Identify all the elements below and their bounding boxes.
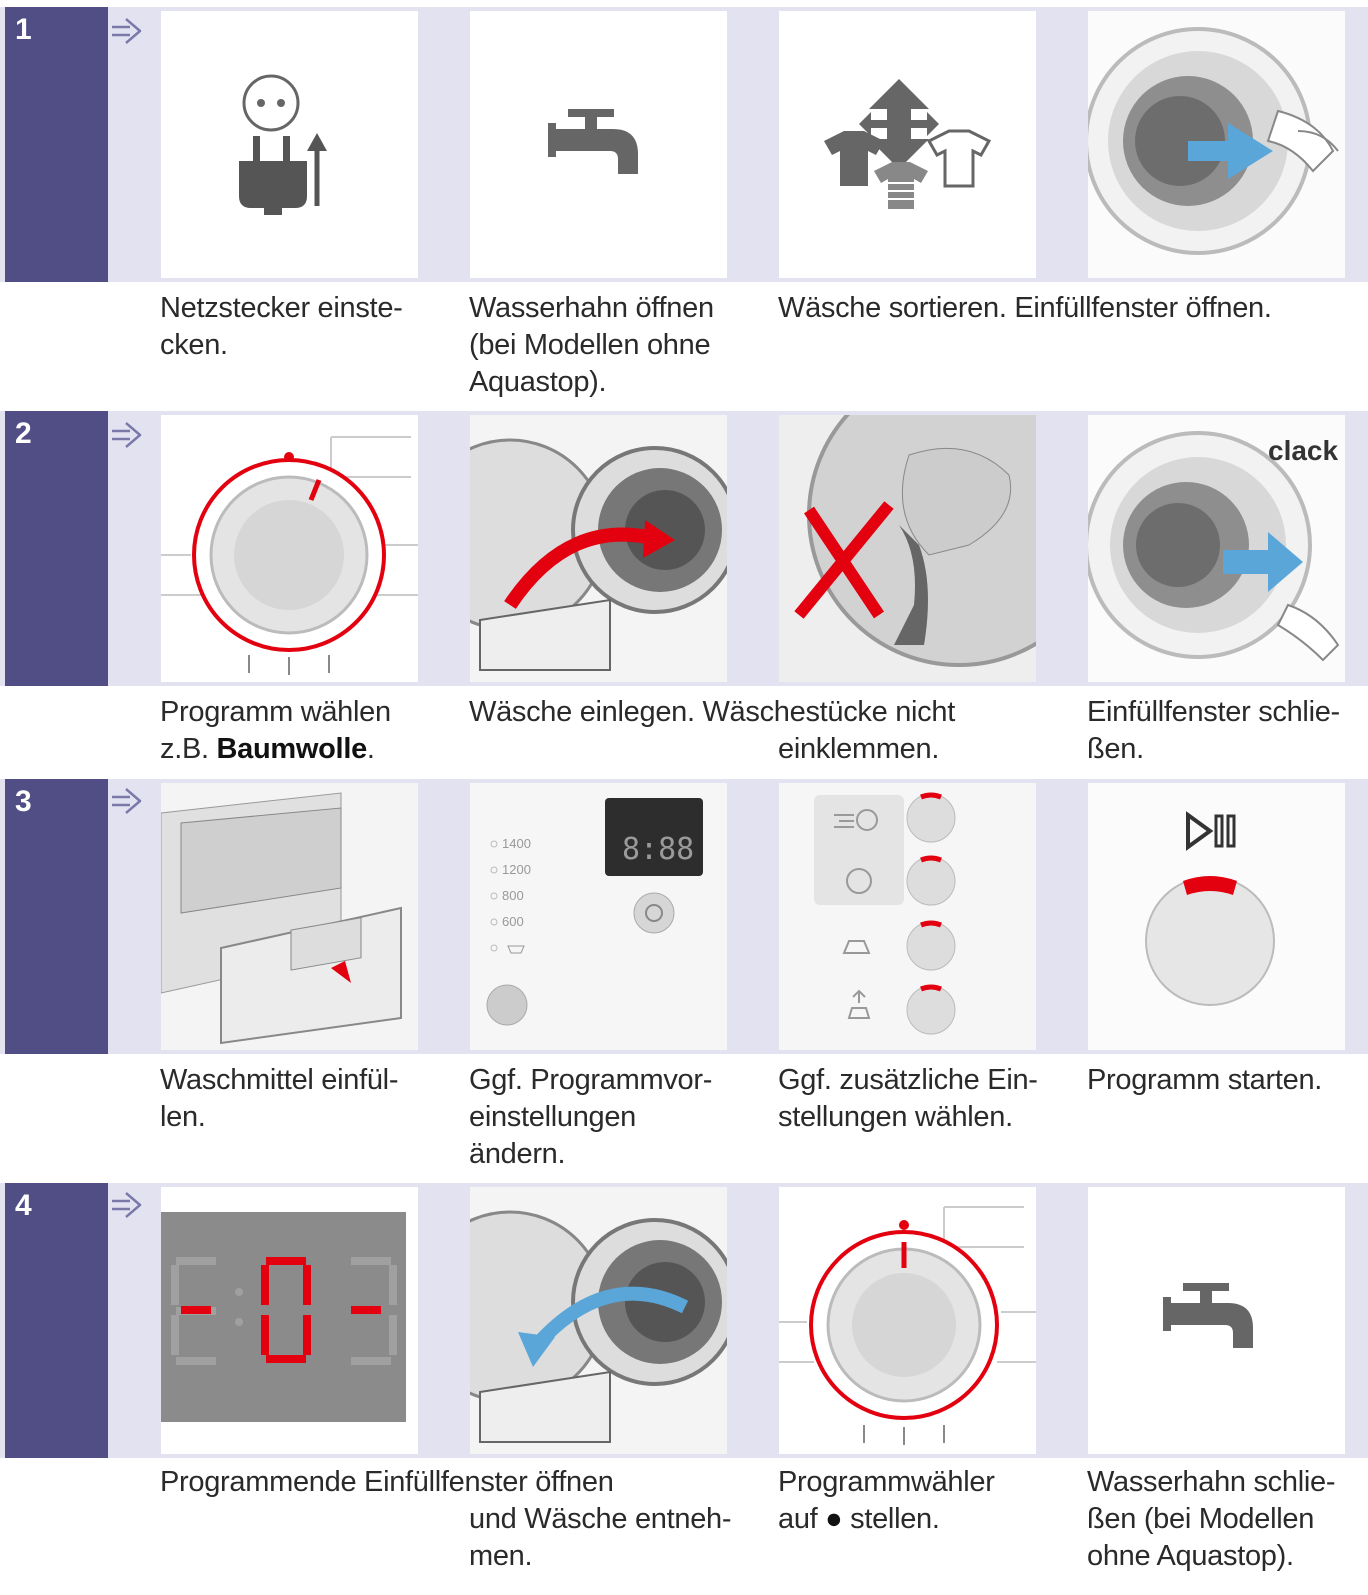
arrow-icon (112, 788, 142, 814)
caption-line: Programmende Einfüllfenster öffnen (160, 1466, 614, 1498)
panel-unload-laundry (470, 1187, 727, 1454)
step-number-label: 4 (15, 1189, 32, 1222)
step-number-label: 2 (15, 417, 32, 450)
display-end-icon (161, 1187, 418, 1454)
spin-speed-label: 1200 (502, 862, 531, 877)
caption-prefix: z.B. (160, 733, 217, 765)
arrow-icon (112, 1192, 142, 1218)
panel-tap-close (1088, 1187, 1345, 1454)
caption-sort: Wäsche sortieren. Einfüllfenster öffnen. (778, 290, 1272, 327)
step-number-label: 1 (15, 13, 32, 46)
caption-line: Wasserhahn schlie- (1087, 1466, 1336, 1498)
step-number-label: 3 (15, 785, 32, 818)
no-clamp-icon (779, 415, 1036, 682)
caption-line: ßen (bei Modellen (1087, 1503, 1315, 1535)
start-pause-icon (1088, 783, 1345, 1050)
arrow-icon (112, 18, 142, 44)
program-name: Baumwolle (216, 733, 368, 765)
unload-laundry-icon (470, 1187, 727, 1454)
panel-no-clamp (779, 415, 1036, 682)
caption-line: Wäsche sortieren. Einfüllfenster öffnen. (778, 292, 1272, 324)
caption-line: ßen. (1087, 733, 1144, 765)
caption-line: len. (160, 1101, 206, 1133)
caption-tap-close: Wasserhahn schlie- ßen (bei Modellen ohn… (1087, 1464, 1335, 1575)
washer-door-icon (1088, 11, 1345, 278)
program-dial-icon (779, 1206, 1036, 1445)
caption-line: Wasserhahn öffnen (469, 292, 714, 324)
caption-load: Wäsche einlegen. Wäschestücke nicht (469, 694, 955, 731)
caption-line: stellungen wählen. (778, 1101, 1013, 1133)
caption-line: Einfüllfenster schlie- (1087, 696, 1340, 728)
caption-line: Ggf. zusätzliche Ein- (778, 1064, 1038, 1096)
panel-program-end (161, 1187, 418, 1454)
program-dial-icon (161, 436, 418, 675)
caption-line: z.B. Baumwolle. (160, 731, 391, 768)
caption-detergent: Waschmittel einfül- len. (160, 1062, 398, 1136)
panel-extra-settings (779, 783, 1036, 1050)
arrow-icon (112, 422, 142, 448)
panel-presets: 8:88 1400 1200 800 600 (470, 783, 727, 1050)
caption-selector: Programmwähler auf ● stellen. (778, 1464, 995, 1538)
step-number-2: 2 (5, 411, 108, 686)
spin-speed-label: 1400 (502, 836, 531, 851)
panel-load-laundry (470, 415, 727, 682)
panel-door-open (1088, 11, 1345, 278)
caption-prefix: auf (778, 1503, 826, 1535)
clack-text: clack (1268, 435, 1338, 466)
caption-line: cken. (160, 329, 228, 361)
caption-line: (bei Modellen ohne (469, 329, 711, 361)
caption-suffix: stellen. (842, 1503, 940, 1535)
caption-door-close: Einfüllfenster schlie- ßen. (1087, 694, 1340, 768)
caption-line: und Wäsche entneh- (469, 1503, 732, 1535)
caption-presets: Ggf. Programmvor- einstellungen ändern. (469, 1062, 712, 1173)
caption-line: ändern. (469, 1138, 566, 1170)
panel-start (1088, 783, 1345, 1050)
caption-line: Ggf. Programmvor- (469, 1064, 713, 1096)
caption-line: Waschmittel einfül- (160, 1064, 399, 1096)
spin-speed-label: 800 (502, 888, 524, 903)
caption-line: ohne Aquastop). (1087, 1540, 1294, 1572)
caption-plug: Netzstecker einste- cken. (160, 290, 403, 364)
caption-program-end-cont: und Wäsche entneh- men. (469, 1501, 732, 1575)
caption-start: Programm starten. (1087, 1062, 1322, 1099)
caption-line: Programm starten. (1087, 1064, 1323, 1096)
panel-door-close: clack (1088, 415, 1345, 682)
caption-line: auf ● stellen. (778, 1501, 995, 1538)
caption-line: Programm wählen (160, 696, 391, 728)
panel-tap-open (470, 11, 727, 278)
caption-line: einklemmen. (778, 733, 940, 765)
caption-program: Programm wählen z.B. Baumwolle. (160, 694, 391, 768)
caption-tap-open: Wasserhahn öffnen (bei Modellen ohne Aqu… (469, 290, 714, 401)
spin-speed-label: 600 (502, 914, 524, 929)
sort-laundry-icon (824, 79, 992, 209)
load-laundry-icon (470, 415, 727, 682)
panel-plug (161, 11, 418, 278)
step-number-4: 4 (5, 1183, 108, 1458)
caption-line: Programmwähler (778, 1466, 995, 1498)
step-number-1: 1 (5, 7, 108, 282)
caption-line: men. (469, 1540, 533, 1572)
presets-panel-icon: 8:88 1400 1200 800 600 (470, 783, 727, 1050)
tap-icon (1163, 1283, 1253, 1348)
washer-door-icon: clack (1088, 415, 1345, 682)
panel-sort (779, 11, 1036, 278)
caption-program-end: Programmende Einfüllfenster öffnen (160, 1464, 614, 1501)
plug-icon (239, 74, 327, 215)
panel-detergent-drawer (161, 783, 418, 1050)
caption-suffix: . (366, 733, 375, 765)
caption-extra: Ggf. zusätzliche Ein- stellungen wählen. (778, 1062, 1038, 1136)
caption-line: Aquastop). (469, 366, 607, 398)
step-number-3: 3 (5, 779, 108, 1054)
caption-line: Wäsche einlegen. Wäschestücke nicht (469, 696, 955, 728)
display-text: 8:88 (622, 832, 694, 867)
caption-load-cont: einklemmen. (778, 731, 939, 768)
detergent-drawer-icon (161, 783, 418, 1050)
off-dot-icon: ● (825, 1503, 843, 1535)
caption-line: einstellungen (469, 1101, 637, 1133)
panel-selector-off (779, 1187, 1036, 1454)
tap-icon (548, 109, 638, 174)
extra-settings-icon (779, 783, 1036, 1050)
caption-line: Netzstecker einste- (160, 292, 403, 324)
panel-program-dial (161, 415, 418, 682)
